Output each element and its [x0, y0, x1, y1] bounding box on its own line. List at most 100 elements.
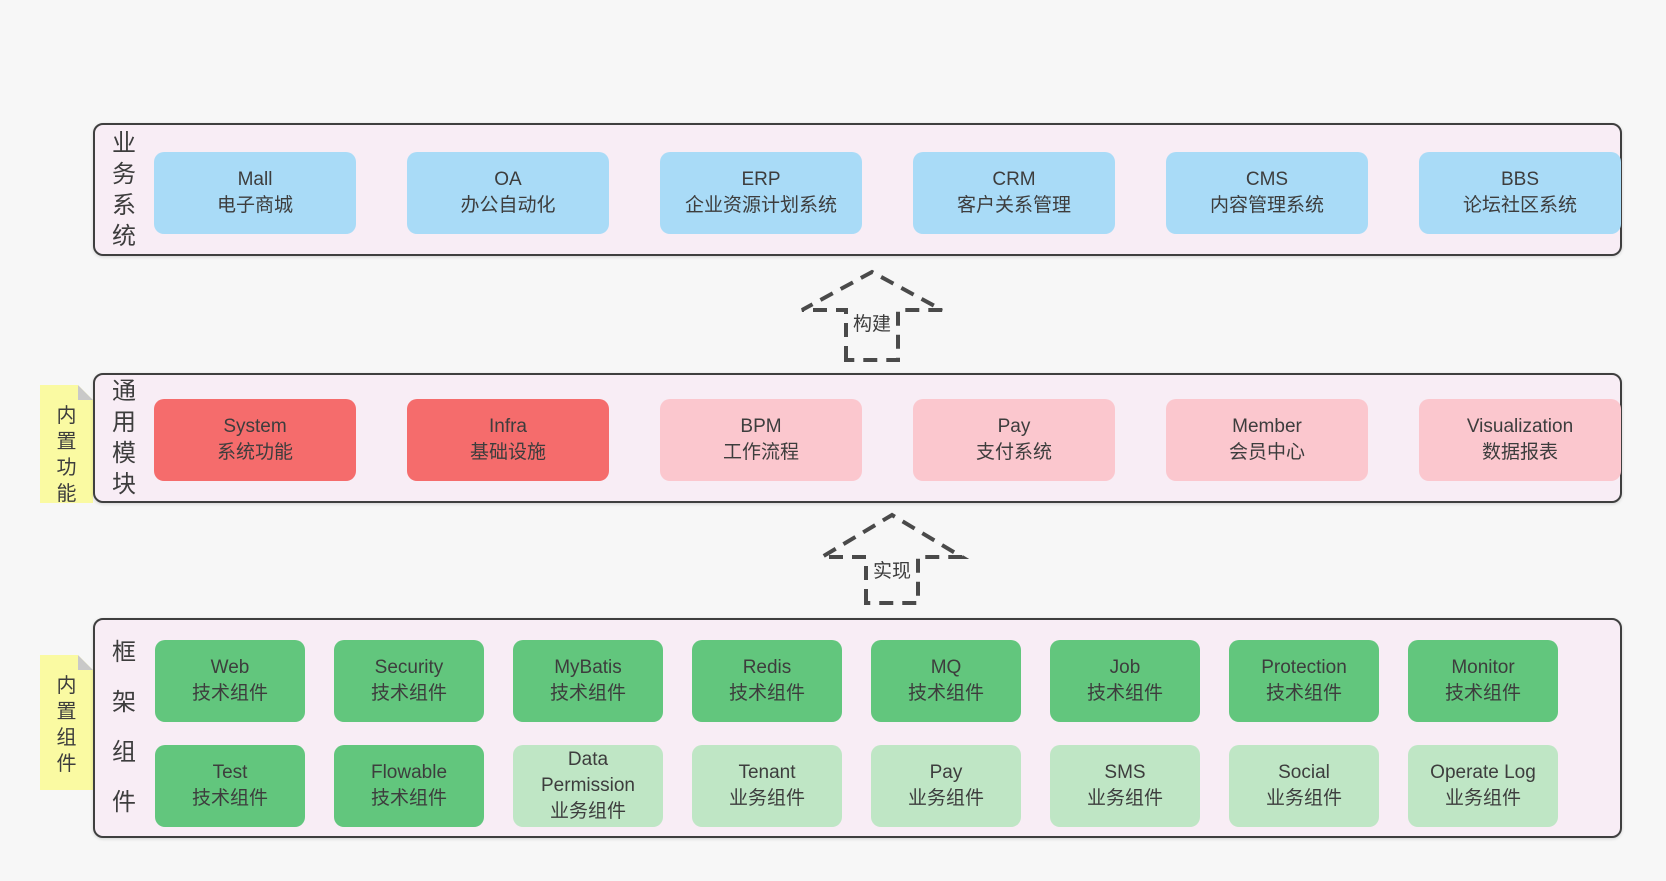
- box-desc: 技术组件: [370, 683, 447, 704]
- arrow-up-icon: [814, 512, 970, 605]
- arrow-build-label: 构建: [849, 309, 895, 336]
- box-desc: 客户关系管理: [956, 195, 1071, 216]
- box-desc: 电子商城: [216, 195, 293, 216]
- box-desc: 业务组件: [907, 788, 984, 809]
- box-desc: 技术组件: [728, 683, 805, 704]
- sticky-note-builtin-components: 内置组件: [40, 655, 93, 790]
- box-name: BPM: [740, 416, 782, 437]
- layer-side-label: 业务系统: [95, 125, 153, 254]
- arrow-implement-label: 实现: [869, 556, 915, 583]
- box-name: System: [223, 416, 287, 437]
- box-desc: 技术组件: [1444, 683, 1521, 704]
- layer-framework-components: 框架组件 Web 技术组件 Security 技术组件 MyBatis 技术组件…: [93, 618, 1622, 838]
- box-monitor: Monitor 技术组件: [1408, 640, 1558, 722]
- box-desc: 业务组件: [728, 788, 805, 809]
- box-name: Member: [1232, 416, 1302, 437]
- box-desc: 技术组件: [1265, 683, 1342, 704]
- sticky-text: 内置功能: [56, 405, 77, 505]
- box-desc: 技术组件: [1086, 683, 1163, 704]
- box-name: Pay: [997, 416, 1031, 437]
- box-protection: Protection 技术组件: [1229, 640, 1379, 722]
- box-name: Monitor: [1451, 657, 1515, 678]
- box-oa: OA 办公自动化: [407, 152, 609, 234]
- layer-side-label-text: 框架组件: [112, 639, 136, 816]
- box-erp: ERP 企业资源计划系统: [660, 152, 862, 234]
- box-name: Flowable: [370, 762, 448, 783]
- box-name: Job: [1109, 657, 1141, 678]
- box-flowable: Flowable 技术组件: [334, 745, 484, 827]
- box-bbs: BBS 论坛社区系统: [1419, 152, 1621, 234]
- box-desc: 业务组件: [1444, 788, 1521, 809]
- box-desc: 技术组件: [191, 788, 268, 809]
- box-mybatis: MyBatis 技术组件: [513, 640, 663, 722]
- box-crm: CRM 客户关系管理: [913, 152, 1115, 234]
- box-name: Data Permission: [541, 749, 635, 796]
- layer-side-label-text: 通用模块: [112, 378, 136, 498]
- box-sms: SMS 业务组件: [1050, 745, 1200, 827]
- layer-business-systems: 业务系统 Mall 电子商城 OA 办公自动化 ERP 企业资源计划系统 CRM…: [93, 123, 1622, 256]
- box-desc: 技术组件: [191, 683, 268, 704]
- box-desc: 工作流程: [722, 442, 799, 463]
- layer-side-label-text: 业务系统: [112, 129, 136, 250]
- box-desc: 技术组件: [370, 788, 447, 809]
- box-system: System 系统功能: [154, 399, 356, 481]
- box-desc: 系统功能: [216, 442, 293, 463]
- box-mall: Mall 电子商城: [154, 152, 356, 234]
- box-cms: CMS 内容管理系统: [1166, 152, 1368, 234]
- sticky-fold-corner: [78, 385, 93, 400]
- box-pay-component: Pay 业务组件: [871, 745, 1021, 827]
- box-desc: 内容管理系统: [1209, 195, 1324, 216]
- box-visualization: Visualization 数据报表: [1419, 399, 1621, 481]
- box-name: Test: [212, 762, 248, 783]
- layer-common-modules: 通用模块 System 系统功能 Infra 基础设施 BPM 工作流程 Pay…: [93, 373, 1622, 503]
- box-name: BBS: [1500, 169, 1540, 190]
- sticky-note-builtin-features: 内置功能: [40, 385, 93, 503]
- layer-side-label: 框架组件: [95, 620, 153, 836]
- box-social: Social 业务组件: [1229, 745, 1379, 827]
- box-desc: 数据报表: [1481, 442, 1558, 463]
- box-desc: 基础设施: [469, 442, 546, 463]
- box-name: CRM: [992, 169, 1036, 190]
- layer-side-label: 通用模块: [95, 375, 153, 501]
- box-name: SMS: [1104, 762, 1146, 783]
- box-name: Infra: [488, 416, 528, 437]
- box-name: Redis: [742, 657, 792, 678]
- box-desc: 会员中心: [1228, 442, 1305, 463]
- box-name: MyBatis: [554, 657, 622, 678]
- box-name: Security: [374, 657, 444, 678]
- box-name: Tenant: [738, 762, 796, 783]
- box-desc: 支付系统: [975, 442, 1052, 463]
- sticky-fold-corner: [78, 655, 93, 670]
- box-desc: 技术组件: [907, 683, 984, 704]
- box-name: Protection: [1261, 657, 1347, 678]
- box-member: Member 会员中心: [1166, 399, 1368, 481]
- box-name: CMS: [1245, 169, 1289, 190]
- box-name: ERP: [741, 169, 781, 190]
- arrow-implement: [814, 512, 970, 605]
- arrow-up-icon: [801, 269, 943, 362]
- box-data-permission: Data Permission 业务组件: [513, 745, 663, 827]
- box-desc: 办公自动化: [460, 195, 556, 216]
- box-bpm: BPM 工作流程: [660, 399, 862, 481]
- box-name: MQ: [930, 657, 962, 678]
- box-desc: 技术组件: [549, 683, 626, 704]
- sticky-text: 内置组件: [56, 675, 77, 775]
- box-name: Visualization: [1466, 416, 1574, 437]
- box-name: Operate Log: [1430, 762, 1536, 783]
- box-desc: 业务组件: [549, 801, 626, 822]
- box-redis: Redis 技术组件: [692, 640, 842, 722]
- box-job: Job 技术组件: [1050, 640, 1200, 722]
- box-infra: Infra 基础设施: [407, 399, 609, 481]
- box-name: Pay: [929, 762, 963, 783]
- box-desc: 论坛社区系统: [1462, 195, 1577, 216]
- box-name: Social: [1278, 762, 1330, 783]
- arrow-build: [801, 269, 943, 362]
- box-tenant: Tenant 业务组件: [692, 745, 842, 827]
- box-desc: 业务组件: [1265, 788, 1342, 809]
- box-name: OA: [494, 169, 522, 190]
- box-pay-system: Pay 支付系统: [913, 399, 1115, 481]
- box-web: Web 技术组件: [155, 640, 305, 722]
- box-desc: 业务组件: [1086, 788, 1163, 809]
- box-desc: 企业资源计划系统: [684, 195, 837, 216]
